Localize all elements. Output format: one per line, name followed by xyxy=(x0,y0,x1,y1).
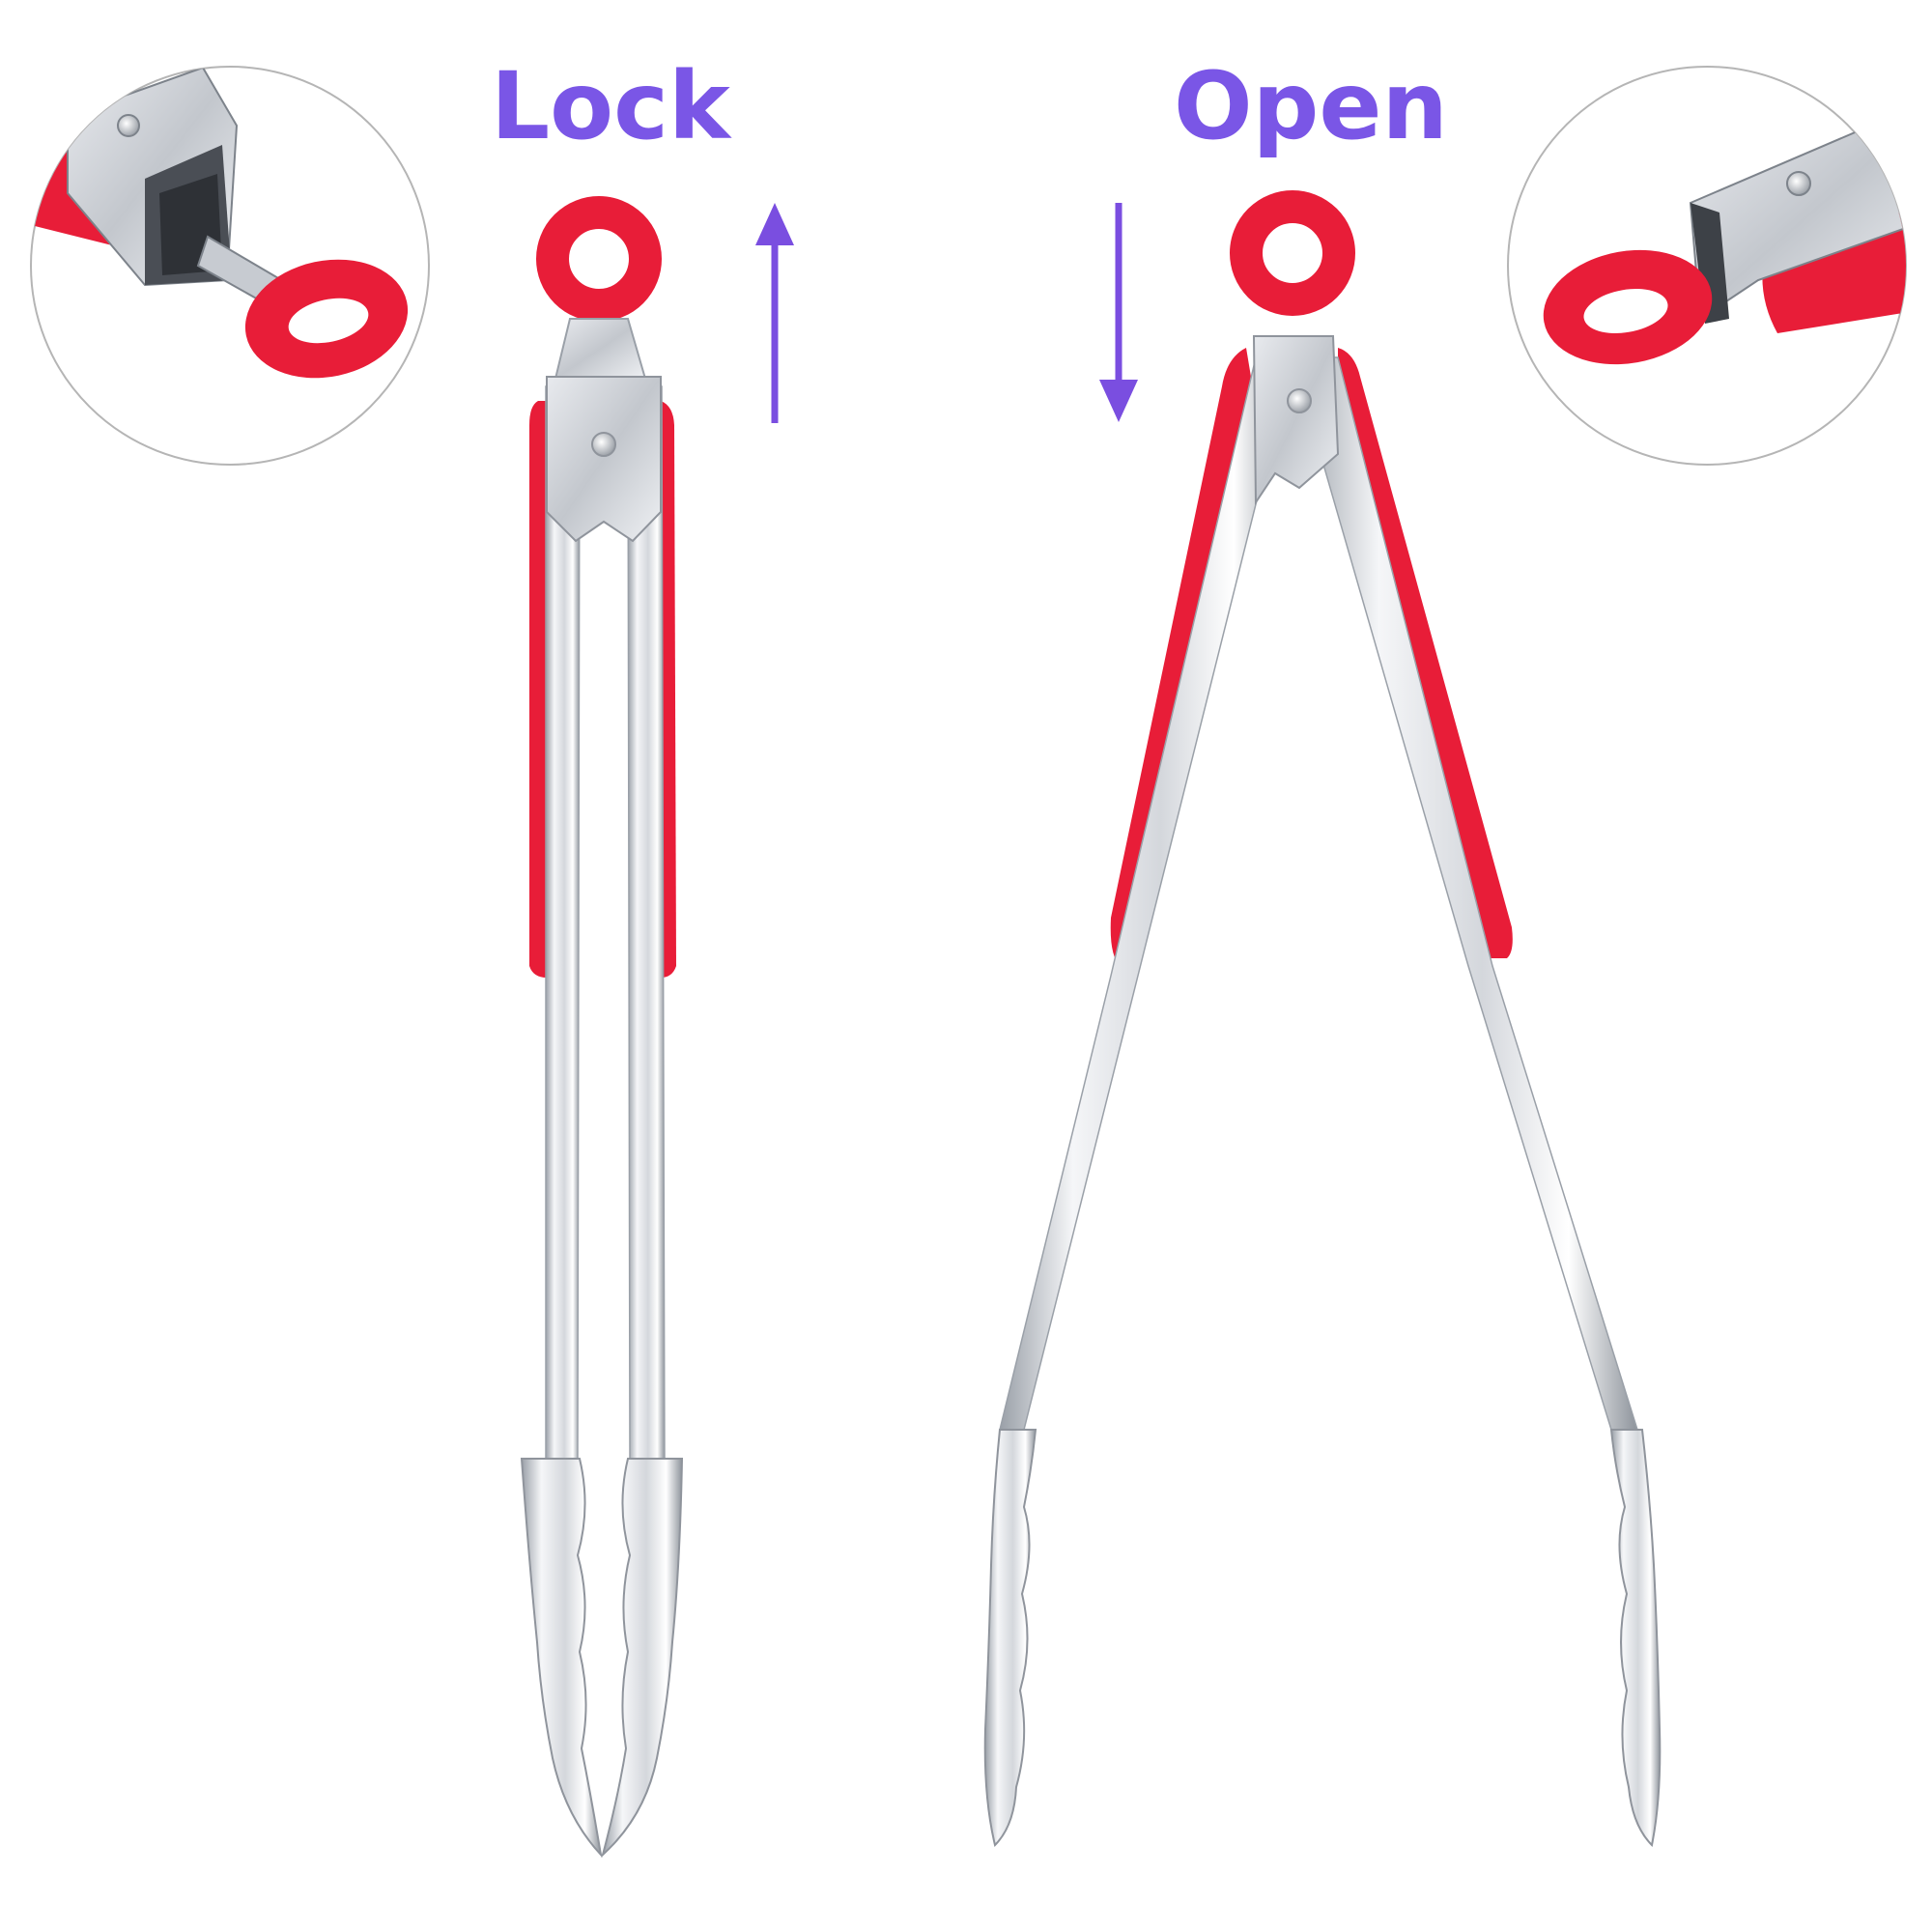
lock-label: Lock xyxy=(491,52,730,160)
lock-detail-circle xyxy=(30,66,430,466)
arrow-down-icon xyxy=(1099,203,1138,422)
locked-tongs xyxy=(520,196,684,1859)
arrow-up-icon xyxy=(755,203,794,423)
open-tongs xyxy=(983,190,1662,1848)
open-detail-circle xyxy=(1507,66,1907,466)
open-label: Open xyxy=(1174,52,1448,160)
